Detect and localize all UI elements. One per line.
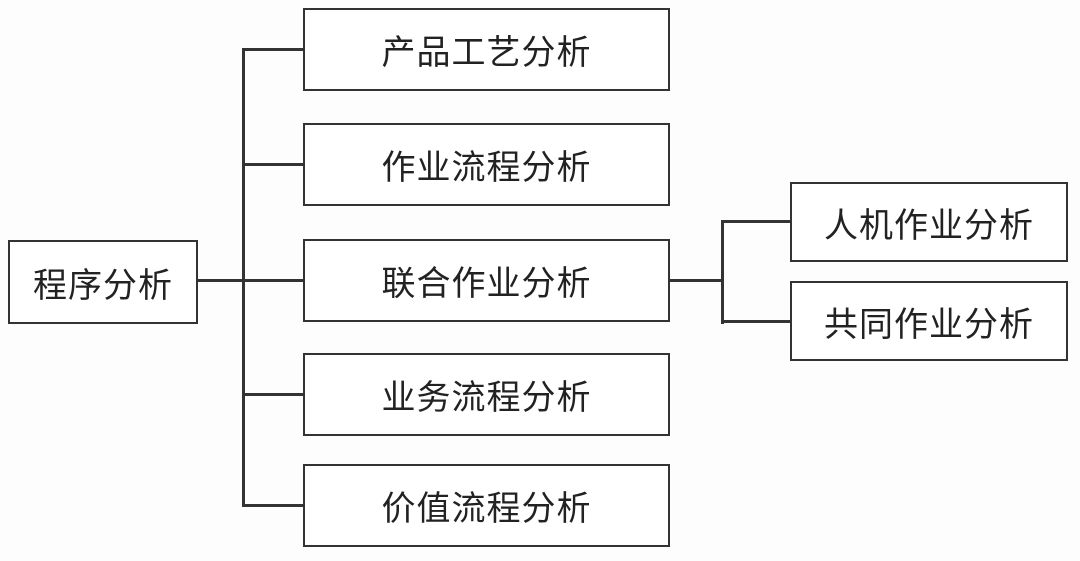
connector-joint-to-subtrunk <box>670 279 724 282</box>
node-common-operation-analysis-label: 共同作业分析 <box>824 306 1034 344</box>
node-common-operation-analysis: 共同作业分析 <box>790 281 1068 361</box>
node-product-process-analysis-label: 产品工艺分析 <box>381 35 592 72</box>
connector-branch-operation-flow <box>243 163 303 166</box>
node-procedure-analysis: 程序分析 <box>8 240 198 324</box>
node-business-flow-analysis-label: 业务流程分析 <box>381 380 592 417</box>
node-man-machine-operation-analysis: 人机作业分析 <box>790 182 1068 262</box>
node-value-stream-analysis-label: 价值流程分析 <box>381 491 592 528</box>
node-business-flow-analysis: 业务流程分析 <box>303 353 670 436</box>
node-joint-operation-analysis-label: 联合作业分析 <box>381 266 592 303</box>
node-man-machine-operation-analysis-label: 人机作业分析 <box>824 207 1034 245</box>
connector-branch-business-flow <box>243 393 303 396</box>
connector-subtrunk-vertical <box>721 220 724 324</box>
node-operation-flow-analysis-label: 作业流程分析 <box>381 150 592 187</box>
node-joint-operation-analysis: 联合作业分析 <box>303 239 670 322</box>
connector-branch-common-operation <box>722 320 790 323</box>
connector-trunk-vertical <box>242 48 245 507</box>
connector-root-to-trunk <box>198 279 303 282</box>
connector-branch-man-machine <box>722 220 790 223</box>
node-product-process-analysis: 产品工艺分析 <box>303 8 670 91</box>
node-procedure-analysis-label: 程序分析 <box>33 267 173 305</box>
node-value-stream-analysis: 价值流程分析 <box>303 464 670 547</box>
node-operation-flow-analysis: 作业流程分析 <box>303 123 670 206</box>
connector-branch-value-stream <box>243 504 303 507</box>
connector-branch-product-process <box>243 48 303 51</box>
